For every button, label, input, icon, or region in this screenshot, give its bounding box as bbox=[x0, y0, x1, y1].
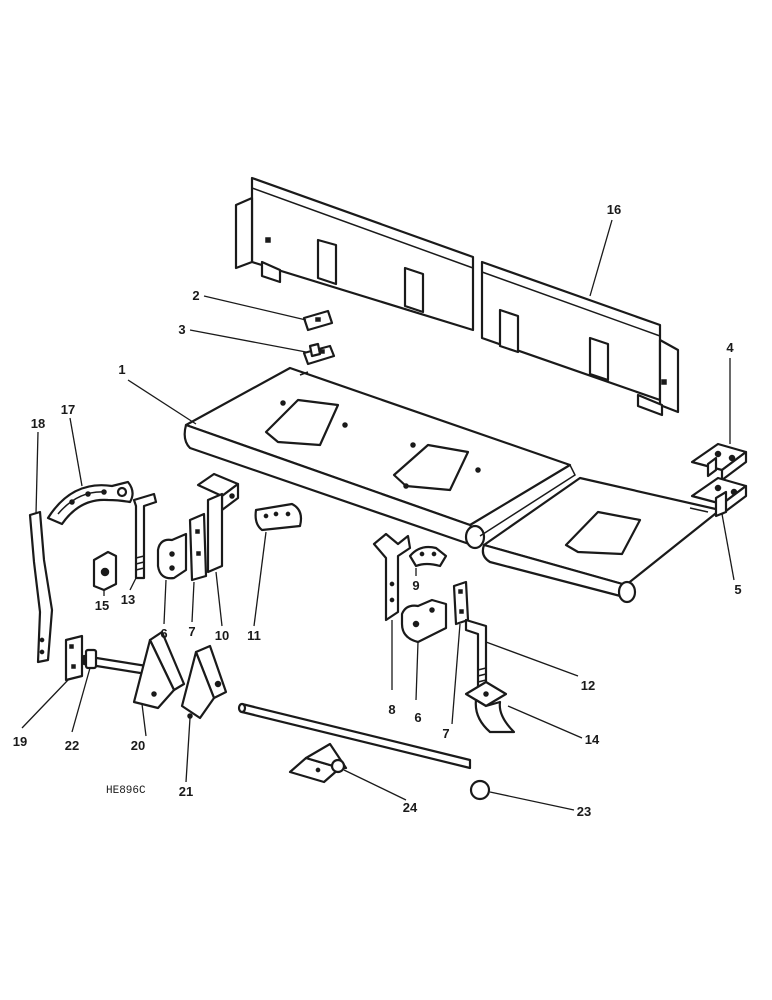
callout-12: 12 bbox=[581, 678, 595, 693]
callout-22: 22 bbox=[65, 738, 79, 753]
callout-20: 20 bbox=[131, 738, 145, 753]
callout-19: 19 bbox=[13, 734, 27, 749]
part-12-l-bolt bbox=[464, 618, 488, 692]
part-20-bracket bbox=[132, 630, 186, 710]
callout-5: 5 bbox=[734, 582, 741, 597]
callout-7-left: 7 bbox=[188, 624, 195, 639]
callout-8: 8 bbox=[388, 702, 395, 717]
part-9-clamp bbox=[408, 545, 448, 568]
part-14-saddle-clamp bbox=[464, 680, 516, 734]
part-2-clip bbox=[302, 309, 334, 332]
part-15-clamp-bracket bbox=[92, 550, 118, 592]
drawing-code: HE896C bbox=[106, 785, 146, 797]
part-21-bracket bbox=[180, 644, 228, 720]
callout-6-left: 6 bbox=[160, 626, 167, 641]
callout-23: 23 bbox=[577, 804, 591, 819]
callout-labels: 1 2 3 4 5 6 6 7 7 8 9 10 11 12 13 14 15 … bbox=[13, 202, 742, 819]
callout-9: 9 bbox=[412, 578, 419, 593]
callout-13: 13 bbox=[121, 592, 135, 607]
part-7-plate-left bbox=[188, 512, 208, 582]
callout-21: 21 bbox=[179, 784, 193, 799]
callout-18: 18 bbox=[31, 416, 45, 431]
callout-14: 14 bbox=[585, 732, 600, 747]
part-17-curved-bracket bbox=[46, 480, 134, 526]
part-24-bearing-bracket bbox=[288, 742, 348, 784]
part-16-rear-shield bbox=[234, 176, 680, 417]
callout-17: 17 bbox=[61, 402, 75, 417]
part-11-plate bbox=[254, 502, 303, 532]
callout-7-right: 7 bbox=[442, 726, 449, 741]
part-6-pivot-bracket-left bbox=[156, 532, 188, 580]
callout-24: 24 bbox=[403, 800, 418, 815]
callout-1: 1 bbox=[118, 362, 125, 377]
part-10-angle-bracket bbox=[196, 472, 240, 574]
part-rod bbox=[237, 702, 472, 770]
part-5-hinge bbox=[690, 476, 748, 518]
part-4-hinge bbox=[690, 442, 748, 482]
part-13-l-bolt bbox=[132, 492, 158, 580]
callout-4: 4 bbox=[726, 340, 734, 355]
callout-11: 11 bbox=[247, 628, 261, 643]
part-19-end-plate bbox=[64, 634, 84, 682]
callout-15: 15 bbox=[95, 598, 109, 613]
callout-16: 16 bbox=[607, 202, 621, 217]
callout-2: 2 bbox=[192, 288, 199, 303]
part-8-bracket bbox=[372, 532, 412, 622]
part-3-clip bbox=[302, 342, 336, 366]
callout-3: 3 bbox=[178, 322, 185, 337]
leader-lines bbox=[21, 219, 735, 811]
callout-6-right: 6 bbox=[414, 710, 421, 725]
part-7-plate-right bbox=[452, 580, 470, 626]
callout-10: 10 bbox=[215, 628, 229, 643]
part-6-pivot-bracket-right bbox=[400, 598, 448, 644]
part-18-lever bbox=[28, 510, 54, 664]
part-23-cap bbox=[469, 779, 491, 801]
